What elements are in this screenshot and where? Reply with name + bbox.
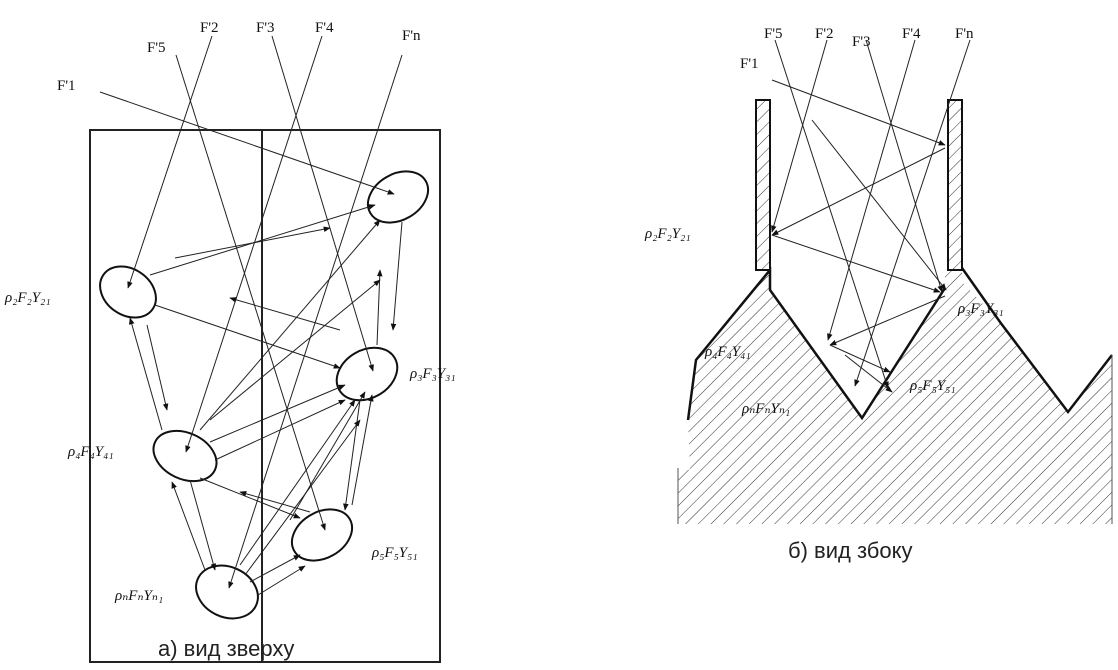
- reflected-beams-side: [771, 119, 947, 393]
- side-view-diagram: F'1 F'5 F'2 F'3 F'4 F'n ρ₂F₂Y₂₁ ρ₃F₃Y₃₁ …: [644, 26, 1113, 524]
- cell-label-5-side: ρ₅F₅Y₅₁: [909, 378, 956, 394]
- beam-label-fn-side: F'n: [955, 26, 974, 42]
- cell-3: [335, 346, 399, 402]
- incident-beams: [99, 35, 403, 589]
- beam-label-f4-side: F'4: [902, 26, 921, 42]
- top-view-diagram: F'1 F'5 F'2 F'3 F'4 F'n ρ₂F₂Y₂₁ ρ₃F₃Y₃₁ …: [4, 20, 456, 663]
- beam-label-f4: F'4: [315, 20, 334, 36]
- cell-label-5: ρ₅F₅Y₅₁: [371, 545, 418, 561]
- cell-4: [152, 429, 218, 483]
- beam-label-f1-side: F'1: [740, 56, 759, 72]
- beam-label-f3-side: F'3: [852, 34, 871, 50]
- caption-top-view: а) вид зверху: [158, 636, 295, 661]
- cell-5: [290, 508, 354, 562]
- incident-beams-side: [771, 39, 971, 389]
- cell-label-3-side: ρ₃F₃Y₃₁: [957, 301, 1004, 317]
- vessel-outline: [89, 129, 441, 663]
- cell-label-3: ρ₃F₃Y₃₁: [409, 366, 456, 382]
- cell-label-n-side: ρₙFₙYₙ₁: [741, 401, 790, 417]
- left-wall: [755, 99, 771, 271]
- beam-label-f2: F'2: [200, 20, 219, 36]
- reflected-beams: [129, 204, 403, 596]
- cell-label-2-side: ρ₂F₂Y₂₁: [644, 226, 691, 242]
- surface-profile: [686, 266, 947, 421]
- beam-label-f2-side: F'2: [815, 26, 834, 42]
- cell-n: [195, 564, 259, 620]
- beam-label-f1: F'1: [57, 78, 76, 94]
- beam-label-f5-side: F'5: [764, 26, 783, 42]
- beam-label-f5: F'5: [147, 40, 166, 56]
- beam-label-f3: F'3: [256, 20, 275, 36]
- cell-label-n: ρₙFₙYₙ₁: [114, 588, 163, 604]
- cell-label-4-side: ρ₄F₄Y₄₁: [704, 344, 751, 360]
- cell-2: [99, 265, 157, 319]
- beam-label-fn: F'n: [402, 28, 421, 44]
- caption-side-view: б) вид збоку: [788, 538, 913, 563]
- cell-label-2: ρ₂F₂Y₂₁: [4, 290, 51, 306]
- surface-profile-right: [960, 267, 1113, 415]
- cell-label-4: ρ₄F₄Y₄₁: [67, 444, 114, 460]
- cell-1: [366, 170, 430, 224]
- right-wall: [947, 99, 963, 271]
- solid-surface: [678, 268, 1112, 524]
